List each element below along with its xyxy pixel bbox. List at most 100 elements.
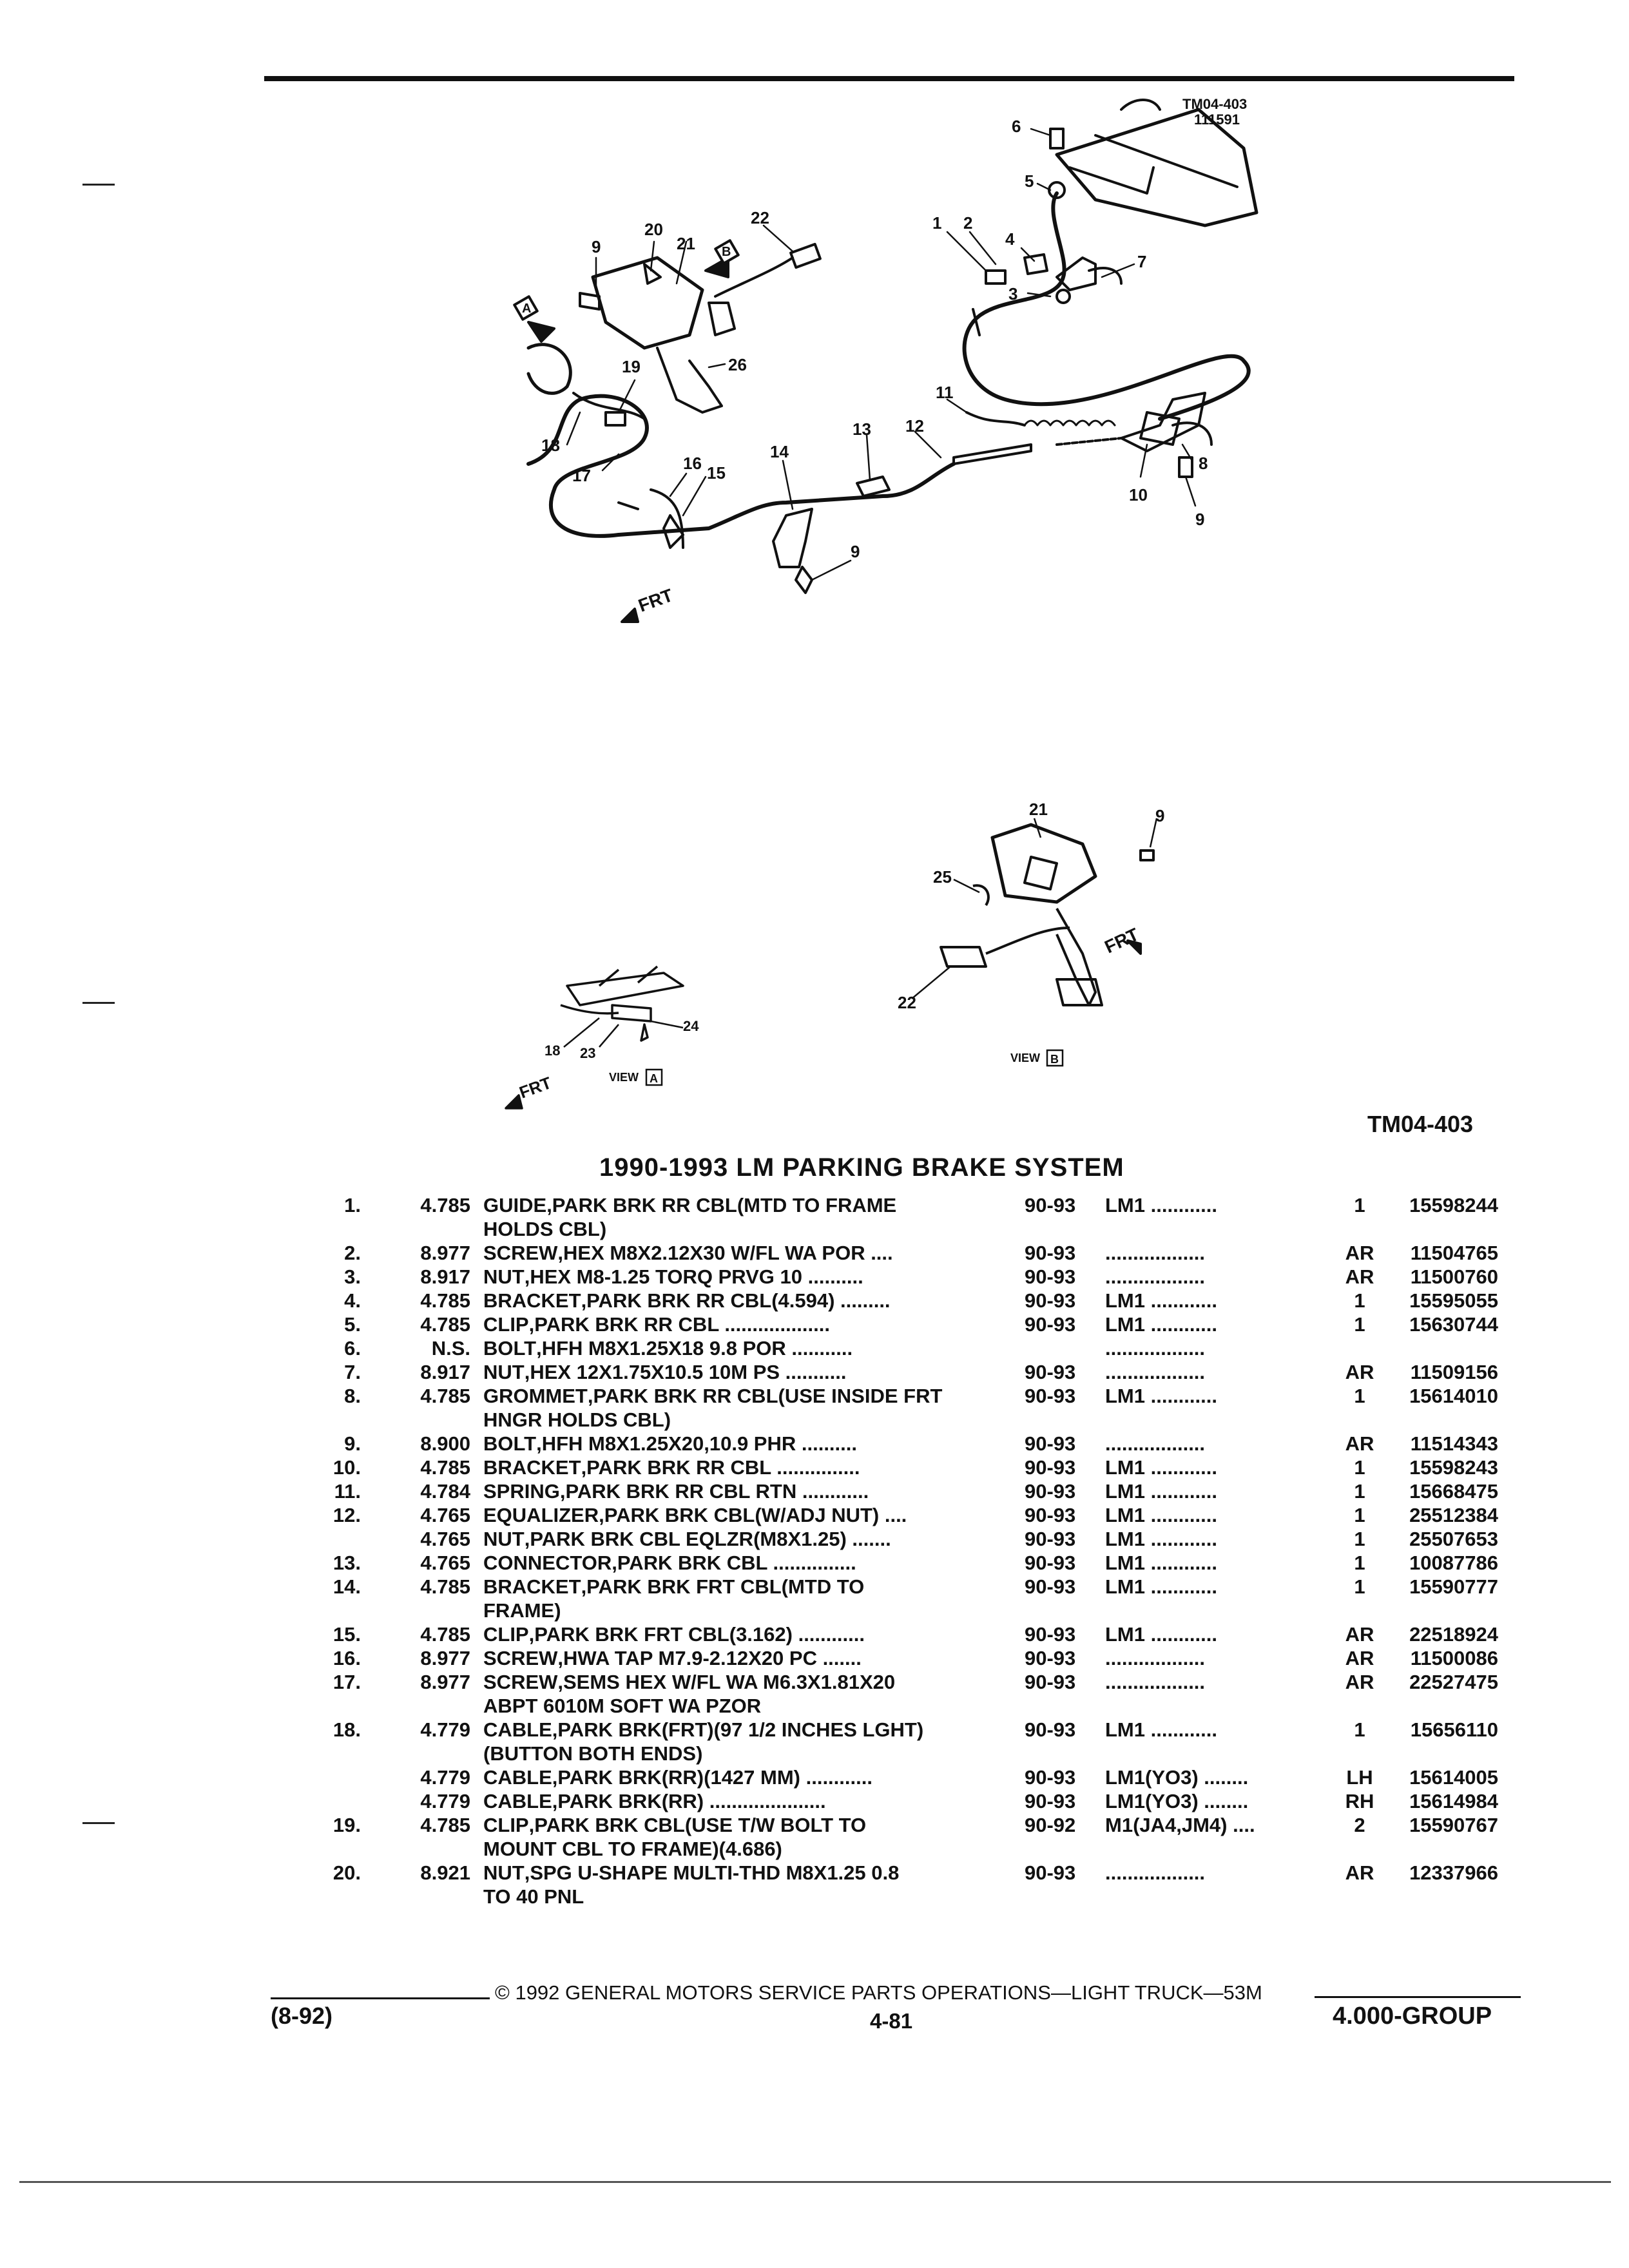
svg-text:21: 21 — [677, 234, 695, 253]
part-years: 90-93 — [1025, 1790, 1076, 1812]
part-detail: ,PARK BRK CBL(W/ADJ NUT) .... — [599, 1504, 907, 1526]
svg-text:B: B — [1050, 1053, 1059, 1066]
part-catalog-number: 15668475 — [1409, 1480, 1498, 1503]
part-group-code: 4.765 — [420, 1552, 470, 1574]
part-row: FRAME) — [303, 1599, 1527, 1622]
part-number-index — [303, 1742, 361, 1765]
svg-text:4: 4 — [1005, 229, 1015, 249]
figure-code: TM04-403 111591 — [1182, 96, 1248, 128]
part-number-index: 15. — [333, 1623, 361, 1646]
part-detail: FRAME) — [483, 1599, 561, 1622]
part-description: NUT,SPG U-SHAPE MULTI-THD M8X1.25 0.8 — [483, 1861, 1025, 1885]
part-catalog-number — [1382, 1694, 1498, 1718]
part-detail: ,PARK BRK CBL ............... — [612, 1552, 856, 1574]
part-detail: ,PARK BRK(RR)(1427 MM) ............ — [552, 1766, 872, 1789]
footer-copyright: © 1992 GENERAL MOTORS SERVICE PARTS OPER… — [495, 1981, 1262, 2004]
part-detail: HOLDS CBL) — [483, 1218, 607, 1240]
part-years — [1025, 1599, 1105, 1622]
part-number-index: 6. — [344, 1337, 361, 1360]
part-quantity — [1337, 1837, 1382, 1861]
part-catalog-number — [1382, 1336, 1498, 1360]
part-detail: ,HFH M8X1.25X20,10.9 PHR .......... — [536, 1432, 858, 1455]
svg-text:22: 22 — [898, 993, 916, 1012]
part-years — [1025, 1408, 1105, 1432]
part-application: LM1 ............ — [1105, 1623, 1217, 1646]
part-quantity: AR — [1345, 1861, 1374, 1884]
part-name: BRACKET — [483, 1456, 581, 1479]
part-years: 90-93 — [1025, 1528, 1076, 1550]
part-quantity: 1 — [1354, 1575, 1365, 1598]
svg-text:8: 8 — [1199, 454, 1208, 473]
part-detail: ,HWA TAP M7.9-2.12X20 PC ....... — [557, 1647, 862, 1669]
part-years: 90-93 — [1025, 1265, 1076, 1288]
part-detail: ABPT 6010M SOFT WA PZOR — [483, 1695, 762, 1717]
part-application: LM1 ............ — [1105, 1504, 1217, 1526]
part-group-code — [361, 1217, 483, 1241]
part-name: CABLE — [483, 1790, 552, 1812]
footer-page-number: 4-81 — [870, 2009, 913, 2033]
part-name: GUIDE — [483, 1194, 547, 1216]
part-application — [1105, 1694, 1337, 1718]
part-application: .................. — [1105, 1647, 1206, 1669]
part-catalog-number: 11509156 — [1410, 1361, 1498, 1383]
part-catalog-number: 15590767 — [1409, 1814, 1498, 1836]
part-name: NUT — [483, 1361, 525, 1383]
figure-code-tm: TM04-403 — [1182, 96, 1248, 112]
part-detail: ,PARK BRK RR CBL(MTD TO FRAME — [546, 1194, 897, 1216]
svg-text:21: 21 — [1029, 800, 1048, 819]
part-group-code: 8.900 — [420, 1432, 470, 1455]
part-application — [1105, 1837, 1337, 1861]
svg-text:10: 10 — [1129, 485, 1148, 505]
part-detail: (BUTTON BOTH ENDS) — [483, 1742, 703, 1765]
part-number-index: 4. — [344, 1289, 361, 1312]
part-description: CLIP,PARK BRK RR CBL ................... — [483, 1312, 1025, 1336]
part-catalog-number: 11500086 — [1410, 1647, 1498, 1669]
part-catalog-number: 15614010 — [1409, 1385, 1498, 1407]
part-catalog-number: 10087786 — [1409, 1552, 1498, 1574]
part-years: 90-93 — [1025, 1289, 1076, 1312]
part-group-code: 4.785 — [420, 1194, 470, 1216]
part-description: BOLT,HFH M8X1.25X18 9.8 POR ........... — [483, 1336, 1025, 1360]
part-application: .................. — [1105, 1242, 1206, 1264]
part-number-index: 2. — [344, 1242, 361, 1264]
part-quantity — [1337, 1742, 1382, 1765]
part-name: CLIP — [483, 1814, 529, 1836]
part-group-code: 4.785 — [420, 1313, 470, 1336]
part-catalog-number: 15630744 — [1409, 1313, 1498, 1336]
svg-text:26: 26 — [728, 355, 747, 374]
svg-text:17: 17 — [572, 466, 591, 485]
part-catalog-number — [1382, 1742, 1498, 1765]
part-detail: ,HFH M8X1.25X18 9.8 POR ........... — [536, 1337, 853, 1360]
part-description: EQUALIZER,PARK BRK CBL(W/ADJ NUT) .... — [483, 1503, 1025, 1527]
part-application: LM1 ............ — [1105, 1552, 1217, 1574]
part-description: FRAME) — [483, 1599, 1025, 1622]
part-detail: ,PARK BRK RR CBL(4.594) ......... — [581, 1289, 891, 1312]
part-application: LM1 ............ — [1105, 1313, 1217, 1336]
part-detail: ,PARK BRK FRT CBL(3.162) ............ — [528, 1623, 865, 1646]
part-catalog-number: 15614984 — [1409, 1790, 1498, 1812]
part-group-code: 8.977 — [420, 1242, 470, 1264]
part-quantity: 1 — [1354, 1456, 1365, 1479]
part-catalog-number: 22527475 — [1409, 1671, 1498, 1693]
part-description: SCREW,SEMS HEX W/FL WA M6.3X1.81X20 — [483, 1670, 1025, 1694]
part-catalog-number: 11500760 — [1410, 1265, 1498, 1288]
part-application: LM1 ............ — [1105, 1528, 1217, 1550]
part-description: CABLE,PARK BRK(FRT)(97 1/2 INCHES LGHT) — [483, 1718, 1025, 1742]
svg-text:24: 24 — [683, 1018, 699, 1034]
svg-text:9: 9 — [1155, 806, 1164, 825]
svg-text:3: 3 — [1008, 284, 1017, 303]
part-description: NUT,HEX 12X1.75X10.5 10M PS ........... — [483, 1360, 1025, 1384]
part-name: GROMMET — [483, 1385, 588, 1407]
svg-text:VIEW: VIEW — [1010, 1052, 1040, 1064]
part-description: SCREW,HWA TAP M7.9-2.12X20 PC ....... — [483, 1646, 1025, 1670]
margin-mark — [82, 1822, 115, 1824]
svg-text:15: 15 — [707, 463, 726, 483]
part-number-index — [303, 1885, 361, 1908]
footer-date: (8-92) — [271, 2003, 333, 2029]
part-group-code — [361, 1837, 483, 1861]
part-quantity: 1 — [1354, 1552, 1365, 1574]
